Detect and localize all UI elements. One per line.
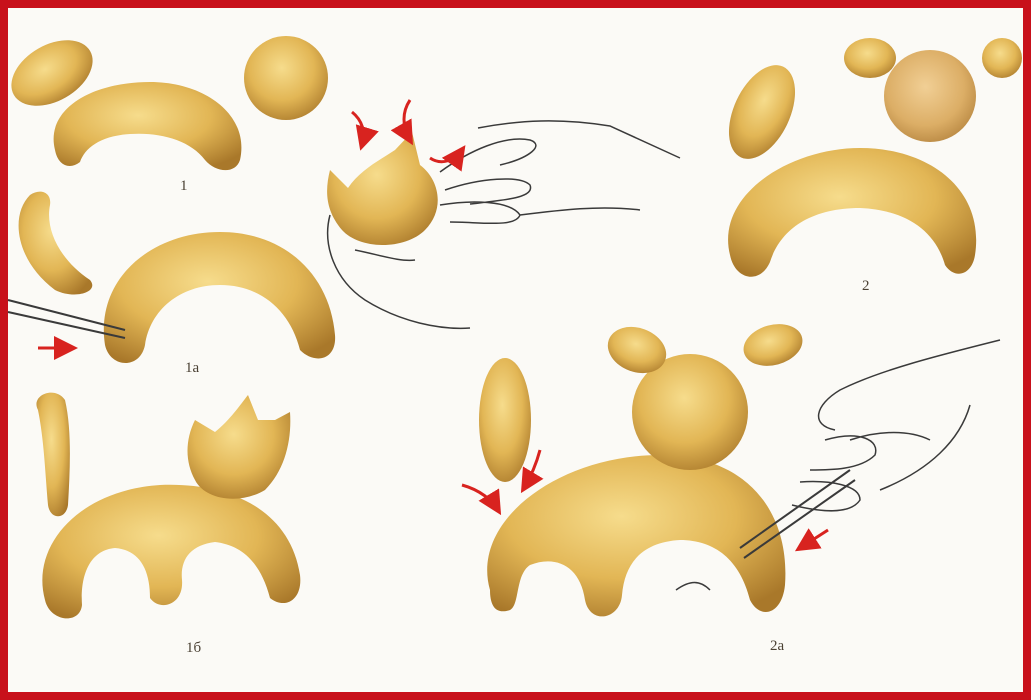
cat-head — [188, 395, 291, 499]
step-2a-assembly — [462, 318, 1000, 617]
push-arrow-tail-left — [462, 485, 498, 510]
step-1a-assembly — [8, 192, 335, 363]
cat-tail — [36, 393, 69, 517]
ear-piece-left — [844, 38, 896, 78]
ear-piece-right — [982, 38, 1022, 78]
label-step-1: 1 — [180, 178, 188, 194]
body-arch — [104, 232, 335, 363]
label-step-1a: 1a — [185, 360, 200, 376]
tail-crescent — [19, 192, 93, 295]
push-arrow-stick — [800, 530, 828, 548]
label-step-1b: 1б — [186, 640, 202, 656]
step-2-pieces — [715, 38, 1022, 277]
body-piece-2 — [728, 148, 976, 277]
dog-ear-spare — [739, 318, 807, 372]
body-piece-arc — [54, 82, 242, 170]
tail-piece-2 — [715, 55, 808, 169]
twist-arrow-left — [352, 112, 364, 145]
cat-body — [42, 485, 300, 619]
label-step-2a: 2a — [770, 638, 785, 654]
tail-piece-2a — [479, 358, 531, 482]
label-step-2: 2 — [862, 278, 870, 294]
dog-body — [487, 455, 785, 616]
push-arrow-tail-right — [524, 450, 540, 488]
step-1-pieces — [0, 27, 328, 170]
cat-head-being-shaped — [327, 132, 438, 245]
head-ball — [244, 36, 328, 120]
head-ball-2 — [884, 50, 976, 142]
twist-arrow-middle — [404, 100, 410, 140]
hand-shaping-head — [327, 100, 680, 328]
step-1b-cat — [36, 393, 300, 619]
